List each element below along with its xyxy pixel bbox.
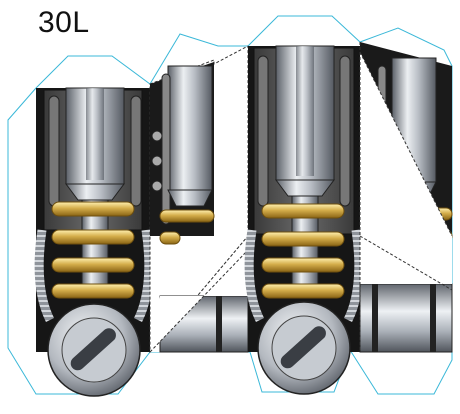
spring-coils-left	[51, 201, 135, 299]
part-label: 30L	[38, 6, 90, 39]
spring-coils-right	[261, 203, 345, 299]
rivets-left	[151, 130, 163, 192]
module-left	[7, 33, 351, 397]
module-right	[244, 15, 453, 395]
fold-outline-top-right	[247, 15, 453, 395]
